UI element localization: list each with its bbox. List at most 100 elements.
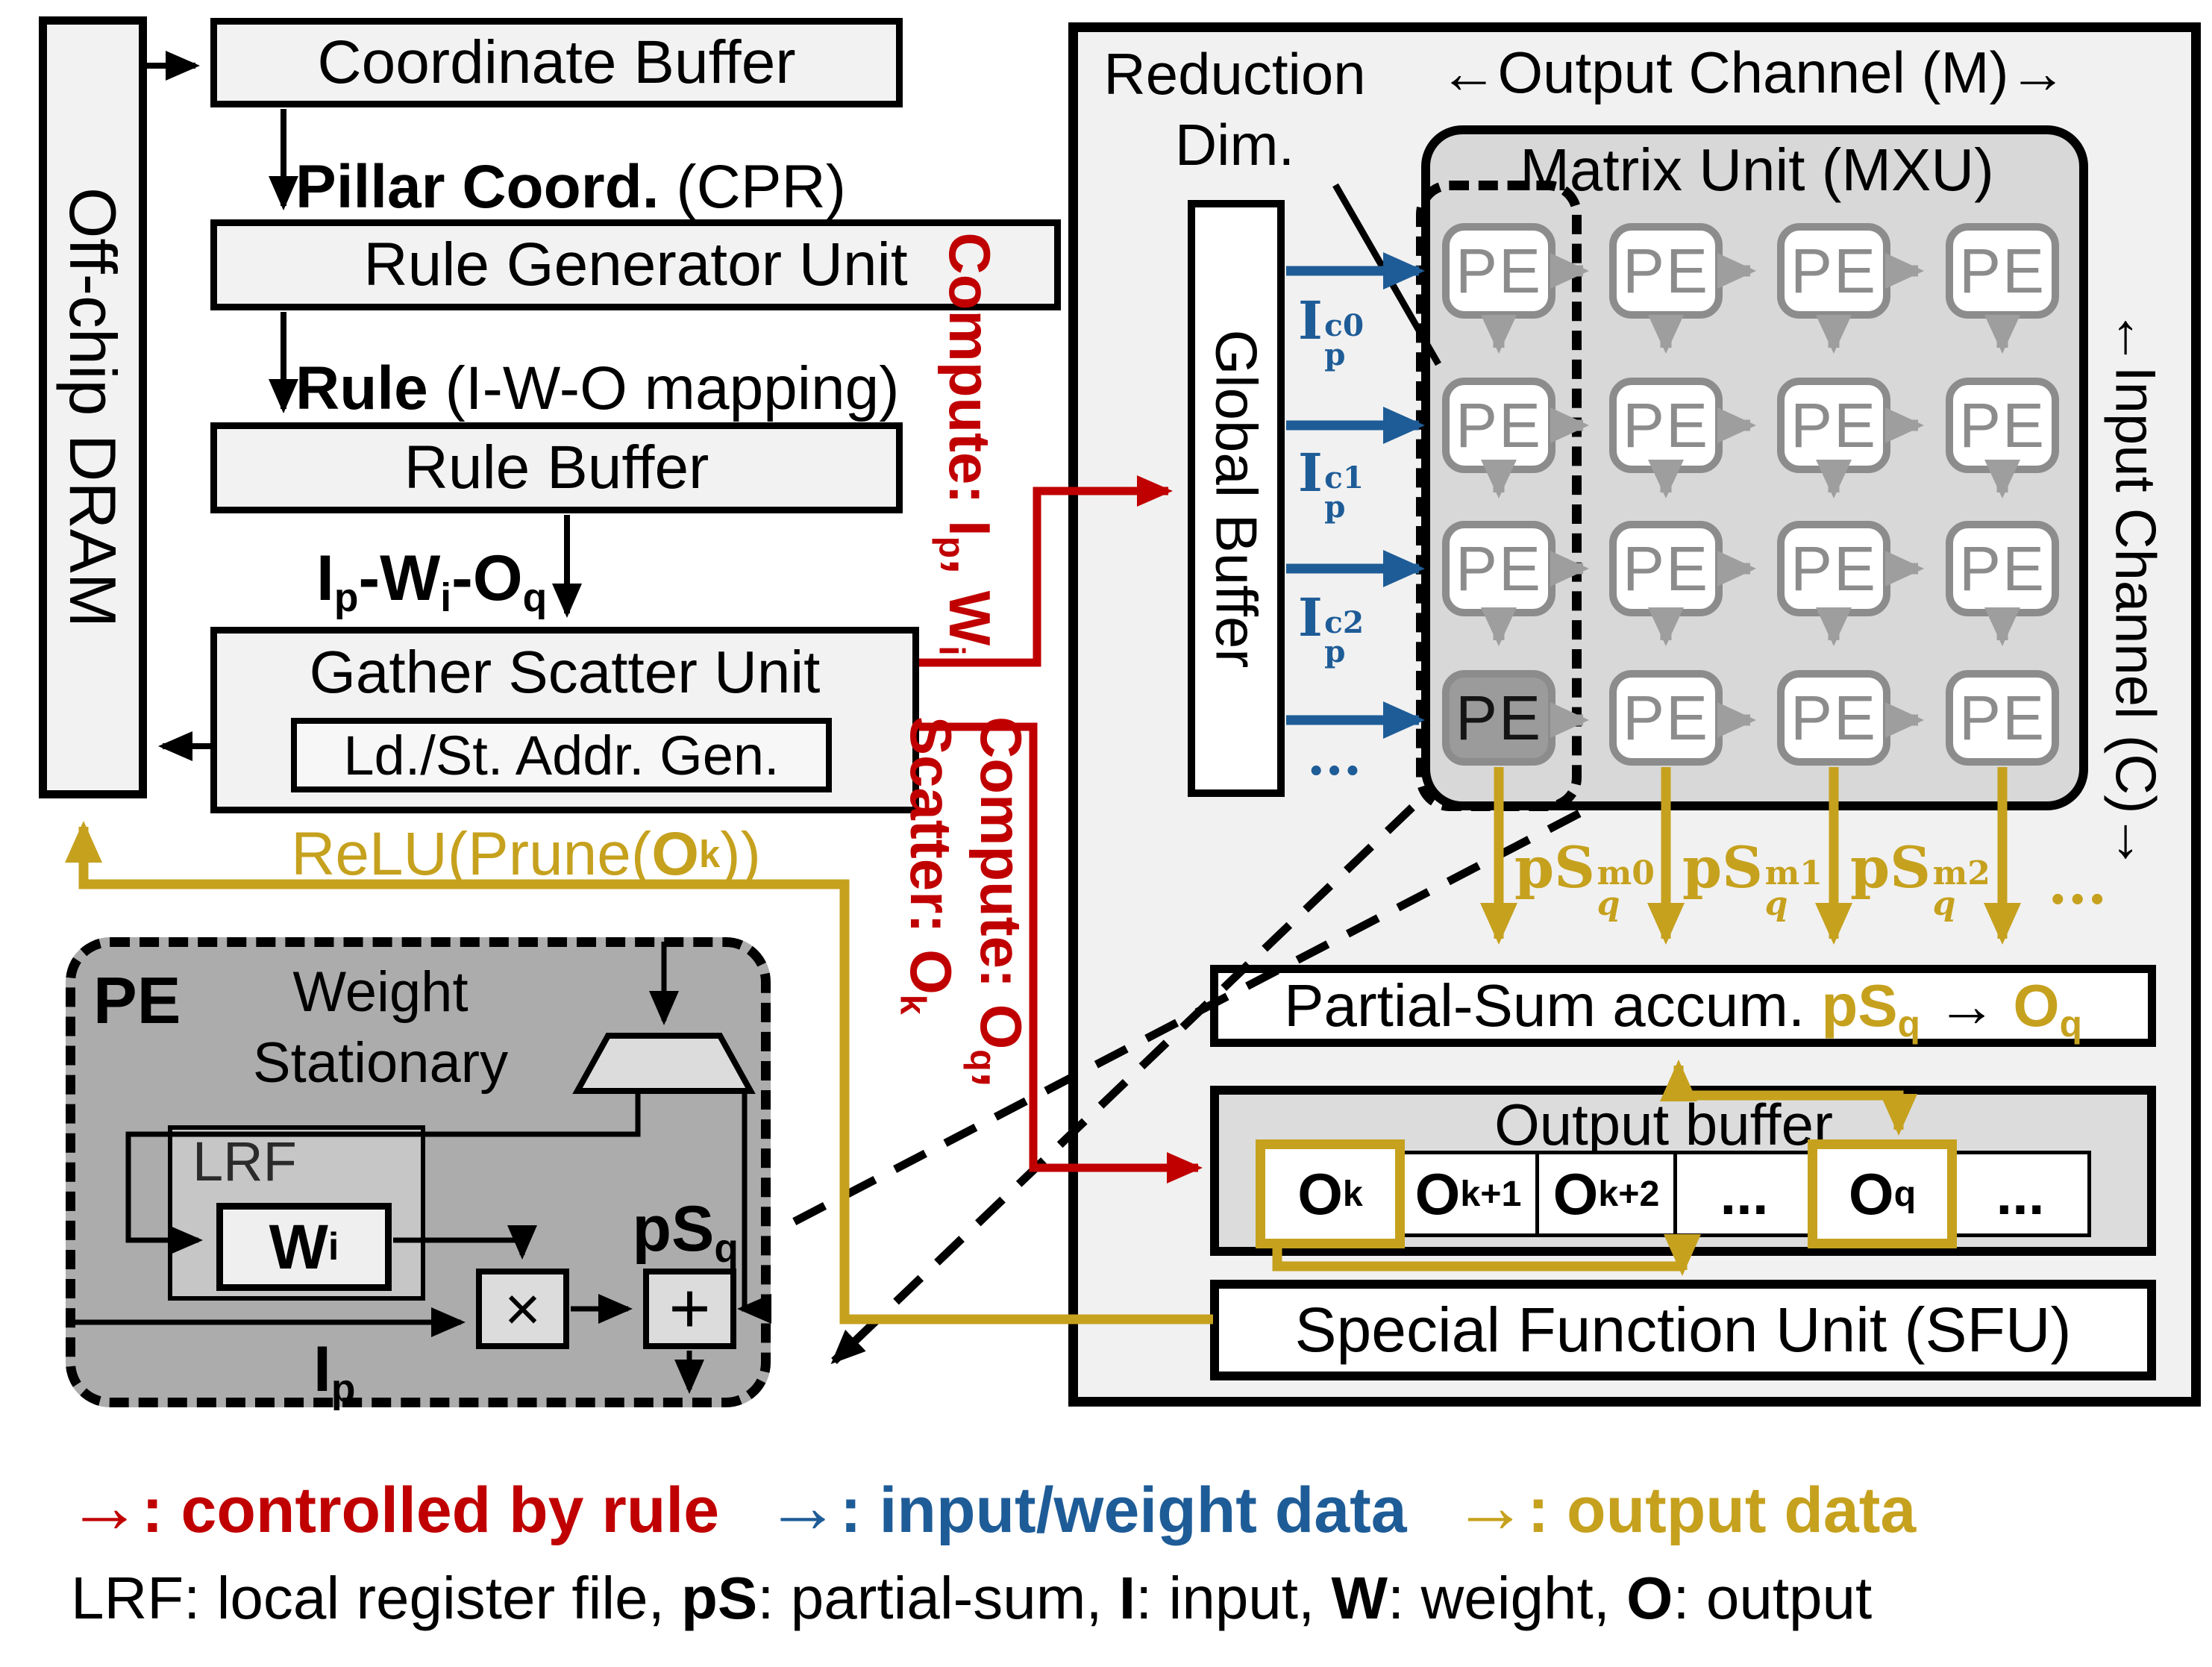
compute-a-w: W	[937, 590, 1003, 646]
legend-abbreviations: LRF: local register file, pS: partial-su…	[71, 1564, 1872, 1633]
iwo-wi: i	[440, 575, 452, 620]
iwo-w: W	[380, 542, 441, 614]
mxu-title-text: Matrix Unit (MXU)	[1520, 137, 1994, 203]
sfu-label: Special Function Unit (SFU)	[1294, 1295, 2072, 1365]
pe-text: PE	[1790, 682, 1878, 753]
psq-label: pSq	[612, 1192, 739, 1269]
pe-cell: PE	[1946, 670, 2059, 766]
psum-black: Partial-Sum accum.	[1284, 972, 1822, 1039]
legend-i-bold: I	[1118, 1565, 1136, 1631]
reduction-dim-label: Reduction Dim.	[1089, 39, 1380, 181]
pe-text: PE	[1958, 235, 2046, 306]
weight-stationary-label: Weight Stationary	[224, 957, 537, 1098]
pe-cell: PE	[1946, 378, 2059, 473]
ps-dots-text: ...	[2048, 851, 2108, 917]
obuf-cell-dots2: ...	[1949, 1151, 2091, 1237]
pe-text: PE	[1790, 533, 1878, 604]
adder-box: +	[643, 1269, 736, 1349]
compute-b1-osub: q	[962, 1049, 1003, 1072]
input-c0-sup: c0	[1324, 307, 1365, 343]
pillar-coord-label: Pillar Coord. (CPR)	[295, 152, 846, 222]
legend-red-arrow-icon: →	[67, 1465, 142, 1548]
ps-m2-sub: q	[1932, 885, 1956, 924]
input-c1-sup: c1	[1324, 459, 1365, 495]
psq-sub: q	[714, 1226, 739, 1271]
ldst-addr-gen-label: Ld./St. Addr. Gen.	[343, 724, 780, 786]
pe-cell: PE	[1609, 521, 1723, 616]
compute-b1-pre: Compute:	[968, 716, 1034, 1004]
pe-detail-pe-text: PE	[93, 963, 181, 1037]
multiplier-box: ×	[476, 1269, 569, 1349]
legend-ps-bold: pS	[681, 1565, 758, 1631]
pe-text: PE	[1455, 235, 1543, 306]
pe-cell-highlighted: PE	[1442, 670, 1555, 766]
psum-label-dots: ...	[2048, 851, 2107, 917]
relu-pre: ReLU(Prune(	[291, 820, 652, 888]
pe-text: PE	[1622, 682, 1710, 753]
input-label-dots: ...	[1307, 725, 1362, 787]
output-channel-text: ←Output Channel (M)→	[1439, 40, 2067, 105]
pe-text: PE	[1790, 235, 1878, 306]
legend-output-text: : output data	[1527, 1474, 1917, 1546]
input-channel-label: ←Input Channel (C)→	[1676, 309, 2212, 870]
pe-cell: PE	[1609, 378, 1723, 473]
multiplier-symbol: ×	[504, 1273, 542, 1344]
pe-detail-title: PE	[93, 963, 181, 1039]
compute-b2-o: O	[898, 949, 965, 995]
iwo-d1: -	[358, 542, 380, 614]
relu-post: ))	[720, 820, 761, 888]
input-dots-text: ...	[1307, 725, 1362, 787]
iwo-oq: q	[522, 575, 548, 620]
reduction-line1: Reduction	[1103, 41, 1366, 107]
ps-m0-sup: m0	[1597, 854, 1655, 892]
pillar-coord-bold: Pillar Coord.	[295, 153, 659, 221]
output-buffer-title-text: Output buffer	[1494, 1092, 1833, 1157]
legend-o-text: : output	[1673, 1565, 1873, 1631]
input-c2-sub: p	[1324, 633, 1346, 669]
output-channel-label: ←Output Channel (M)→	[1403, 39, 2104, 107]
legend-w-bold: W	[1331, 1565, 1388, 1631]
offchip-dram-text: Off-chip DRAM	[55, 187, 130, 628]
input-c0-sub: p	[1324, 336, 1346, 372]
rule-bold: Rule	[295, 354, 428, 422]
pe-cell: PE	[1777, 670, 1890, 766]
rule-rest: (I-W-O mapping)	[427, 354, 900, 422]
rule-buffer-label: Rule Buffer	[404, 434, 709, 501]
mxu-title: Matrix Unit (MXU)	[1462, 136, 2052, 204]
legend-w-text: : weight,	[1388, 1565, 1627, 1631]
global-buffer-text: Global Buffer	[1203, 329, 1270, 668]
compute-b2-osub: k	[892, 994, 933, 1015]
compute-b1-o: O	[968, 1004, 1034, 1050]
reduction-line2: Dim.	[1174, 112, 1295, 178]
global-buffer-box	[1188, 200, 1285, 797]
gather-scatter-label: Gather Scatter Unit	[309, 639, 821, 705]
partial-sum-text: Partial-Sum accum. pSq → Oq	[1284, 972, 2082, 1042]
compute-a-wsub: i	[931, 645, 972, 656]
pe-cell: PE	[1946, 223, 2059, 319]
pe-text: PE	[1622, 390, 1710, 460]
pe-cell: PE	[1777, 223, 1890, 319]
sfu-box: Special Function Unit (SFU)	[1210, 1280, 2156, 1380]
pe-text: PE	[1455, 390, 1543, 460]
lrf-text: LRF	[192, 1130, 297, 1192]
input-channel-text: ←Input Channel (C)→	[2103, 309, 2167, 870]
pe-text: PE	[1455, 533, 1543, 604]
legend-input-text: : input/weight data	[840, 1474, 1407, 1546]
pe-text: PE	[1958, 390, 2046, 460]
pe-text: PE	[1455, 682, 1543, 753]
iwo-o: O	[472, 542, 523, 614]
obuf-cell-dots1: ...	[1673, 1151, 1815, 1237]
ip-sub: p	[330, 1366, 356, 1411]
iwo-ip: p	[333, 575, 359, 620]
ps-m1-sub: q	[1764, 885, 1788, 924]
iwo-label: Ip-Wi-Oq	[316, 542, 547, 618]
